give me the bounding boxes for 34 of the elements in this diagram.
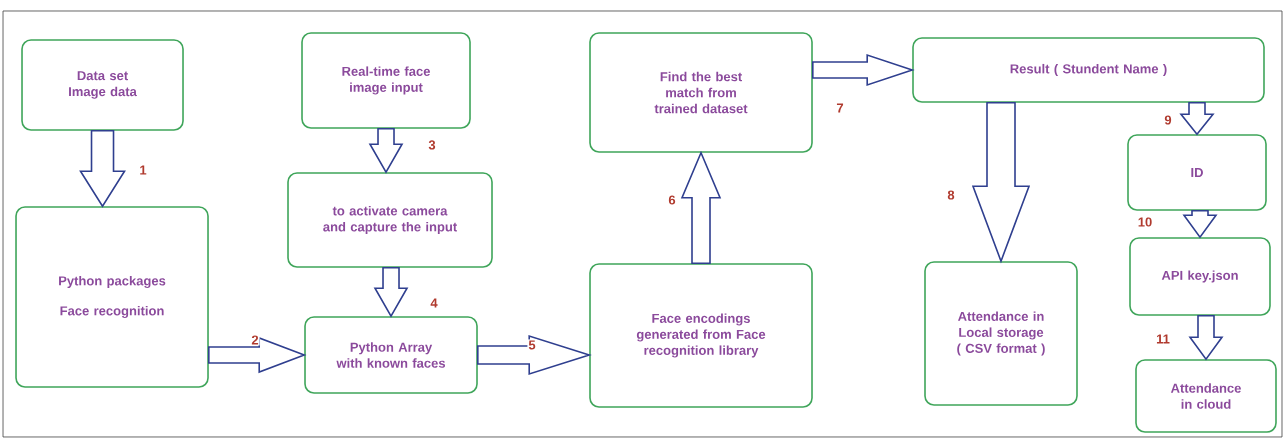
block-arrow (373, 267, 409, 318)
block-arrow (368, 128, 404, 174)
edge-label: 5 (527, 339, 537, 351)
process-box: Real-time face image input (301, 32, 471, 129)
process-box: Python Array with known faces (304, 316, 478, 394)
block-arrow (79, 130, 126, 208)
block-arrow (477, 334, 592, 376)
process-box: to activate camera and capture the input (287, 172, 493, 268)
edge-label: 4 (429, 297, 439, 309)
edge-label: 11 (1155, 333, 1171, 345)
edge-label: 7 (835, 102, 845, 114)
block-arrow (680, 150, 722, 264)
process-box: ID (1127, 134, 1267, 211)
block-arrow (208, 336, 307, 374)
block-arrow (1182, 210, 1218, 239)
process-box: Python packages Face recognition (15, 206, 209, 388)
process-box: Attendance in Local storage ( CSV format ) (924, 261, 1078, 406)
edge-label: 3 (427, 139, 437, 151)
edge-label: 1 (138, 164, 148, 176)
process-box: Attendance in cloud (1135, 359, 1277, 433)
edge-label: 10 (1136, 216, 1154, 228)
process-box: Find the best match from trained dataset (589, 32, 813, 153)
edge-label: 8 (946, 189, 956, 201)
block-arrow (971, 102, 1031, 264)
process-box: Result ( Stundent Name ) (912, 37, 1265, 103)
block-arrow (1179, 102, 1215, 136)
process-box: API key.json (1129, 237, 1271, 316)
block-arrow (812, 53, 915, 87)
edge-label: 9 (1163, 114, 1173, 126)
block-arrow (1188, 315, 1224, 361)
edge-label: 6 (667, 194, 677, 206)
edge-label: 2 (250, 334, 260, 346)
process-box: Face encodings generated from Face recognition library (589, 263, 813, 408)
process-box: Data set Image data (21, 39, 184, 131)
